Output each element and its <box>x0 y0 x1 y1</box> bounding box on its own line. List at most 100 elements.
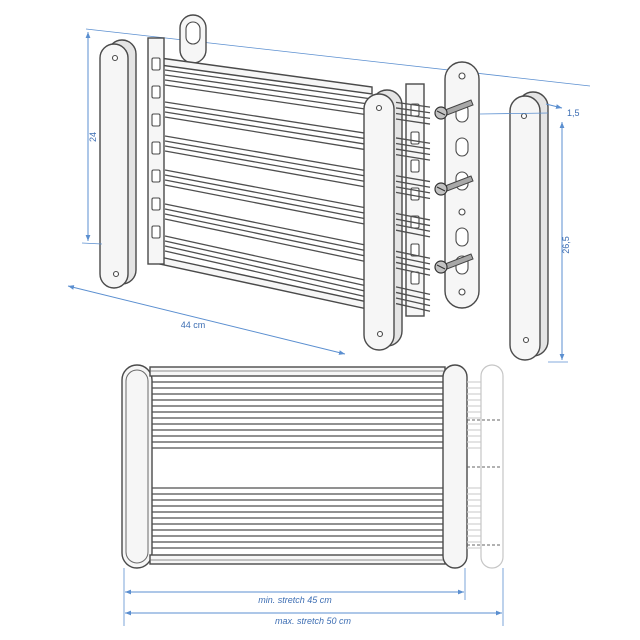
clothesline-string-end <box>395 297 431 307</box>
clothesline-string-end <box>395 261 431 271</box>
screw <box>434 175 474 196</box>
clothesline-string-end <box>395 118 431 125</box>
right-perforated-strip <box>405 83 425 317</box>
thickness-label: 1,5 <box>567 108 580 118</box>
strip-hole <box>151 169 161 183</box>
clothesline-string <box>164 150 373 189</box>
screw-slot <box>436 186 446 192</box>
clothesline-string <box>164 245 373 294</box>
clothesline-string-end <box>395 286 431 296</box>
plate-hole <box>458 208 466 216</box>
dimension-line <box>545 103 563 109</box>
cap-hole <box>522 336 530 344</box>
clothesline-string-end <box>395 153 431 161</box>
far-cap-front <box>509 95 541 361</box>
front-right-cap <box>442 364 468 569</box>
min-stretch-dimension: min. stretch 45 cm <box>125 589 464 605</box>
left-end-cap <box>99 39 137 289</box>
strip-hole <box>410 243 420 257</box>
left-perforated-strip <box>147 37 165 265</box>
left-cap-front <box>99 43 129 289</box>
plate-hole <box>458 288 466 296</box>
screw-slot <box>436 110 446 116</box>
clothesline-string-end <box>395 229 431 238</box>
front-left-cap <box>121 364 153 569</box>
clothesline-string-end <box>395 180 431 188</box>
hanger-tab <box>179 14 207 64</box>
top-strings <box>164 69 373 299</box>
height-dimension: 24 <box>81 32 103 245</box>
cap-hole <box>112 270 120 278</box>
clothesline-string-end <box>395 191 431 200</box>
clothesline-string <box>164 116 373 152</box>
max-stretch-label: max. stretch 50 cm <box>275 616 352 626</box>
clothesline-string <box>164 235 373 283</box>
clothesline-string <box>164 169 373 210</box>
clothesline-string <box>164 106 373 141</box>
dimension-line <box>67 285 346 355</box>
clothesline-string <box>164 213 373 259</box>
clothesline-string <box>164 218 373 264</box>
clothesline-string <box>164 145 373 184</box>
string-ends <box>395 101 431 312</box>
front-left-cap-inner <box>125 369 149 564</box>
end-cap-height-label: 26,5 <box>561 236 571 254</box>
clothesline-string-end <box>395 218 431 227</box>
strip-hole <box>410 159 420 173</box>
clothesline-string-end <box>395 256 431 265</box>
clothesline-string-end <box>395 142 431 150</box>
strip-hole <box>151 57 161 71</box>
screw-slot <box>436 264 446 270</box>
front-top-band <box>149 366 446 377</box>
length-dimension: 44 cm <box>67 285 346 355</box>
clothesline-string-end <box>395 107 431 114</box>
right-cap-front <box>363 93 395 351</box>
clothesline-string <box>164 184 373 227</box>
clothesline-string-end <box>395 250 431 259</box>
extension-line <box>81 242 103 245</box>
cap-hole <box>375 104 383 112</box>
front-bottom-band <box>149 554 446 565</box>
extension-line <box>479 112 549 115</box>
string-casing-bottom <box>159 256 373 311</box>
clothesline-string <box>164 135 373 173</box>
strip-hole <box>151 113 161 127</box>
cap-hole <box>520 112 528 120</box>
end-cap-height-dimension: 26,5 <box>548 122 571 363</box>
clothesline-string <box>164 101 373 135</box>
extension-strings <box>467 381 481 549</box>
clothesline-string <box>164 203 373 248</box>
plate-hole <box>458 72 466 80</box>
strip-hole <box>410 271 420 285</box>
clothesline-string <box>164 174 373 216</box>
length-label: 44 cm <box>181 320 206 330</box>
clothesline-string-end <box>395 175 431 183</box>
strip-hole <box>151 225 161 239</box>
strip-hole <box>410 131 420 145</box>
extended-cap-ghost <box>480 364 504 569</box>
strip-hole <box>151 197 161 211</box>
clothesline-string-end <box>395 291 431 301</box>
clothesline-string <box>164 208 373 253</box>
clothesline-string <box>164 140 373 178</box>
exploded-view: 24 44 cm 1,5 26,5 <box>67 14 591 363</box>
clothesline-string-end <box>395 101 431 108</box>
clothesline-string <box>164 179 373 221</box>
clothesline-string-end <box>395 302 431 312</box>
clothesline-string <box>164 74 373 106</box>
top-reference-line <box>85 28 591 87</box>
clothesline-string <box>164 84 373 117</box>
far-right-end-cap <box>509 91 549 361</box>
front-strings <box>152 381 443 549</box>
thickness-dimension: 1,5 <box>479 103 580 118</box>
right-end-cap <box>363 89 403 351</box>
max-stretch-dimension: max. stretch 50 cm <box>125 610 502 626</box>
cap-hole <box>376 330 384 338</box>
front-view: min. stretch 45 cm max. stretch 50 cm <box>121 364 504 626</box>
clothesline-string-end <box>395 223 431 232</box>
strip-hole <box>151 141 161 155</box>
clothesline-string-end <box>395 212 431 221</box>
hanger-tab-slot <box>185 21 201 45</box>
height-label: 24 <box>88 132 98 142</box>
